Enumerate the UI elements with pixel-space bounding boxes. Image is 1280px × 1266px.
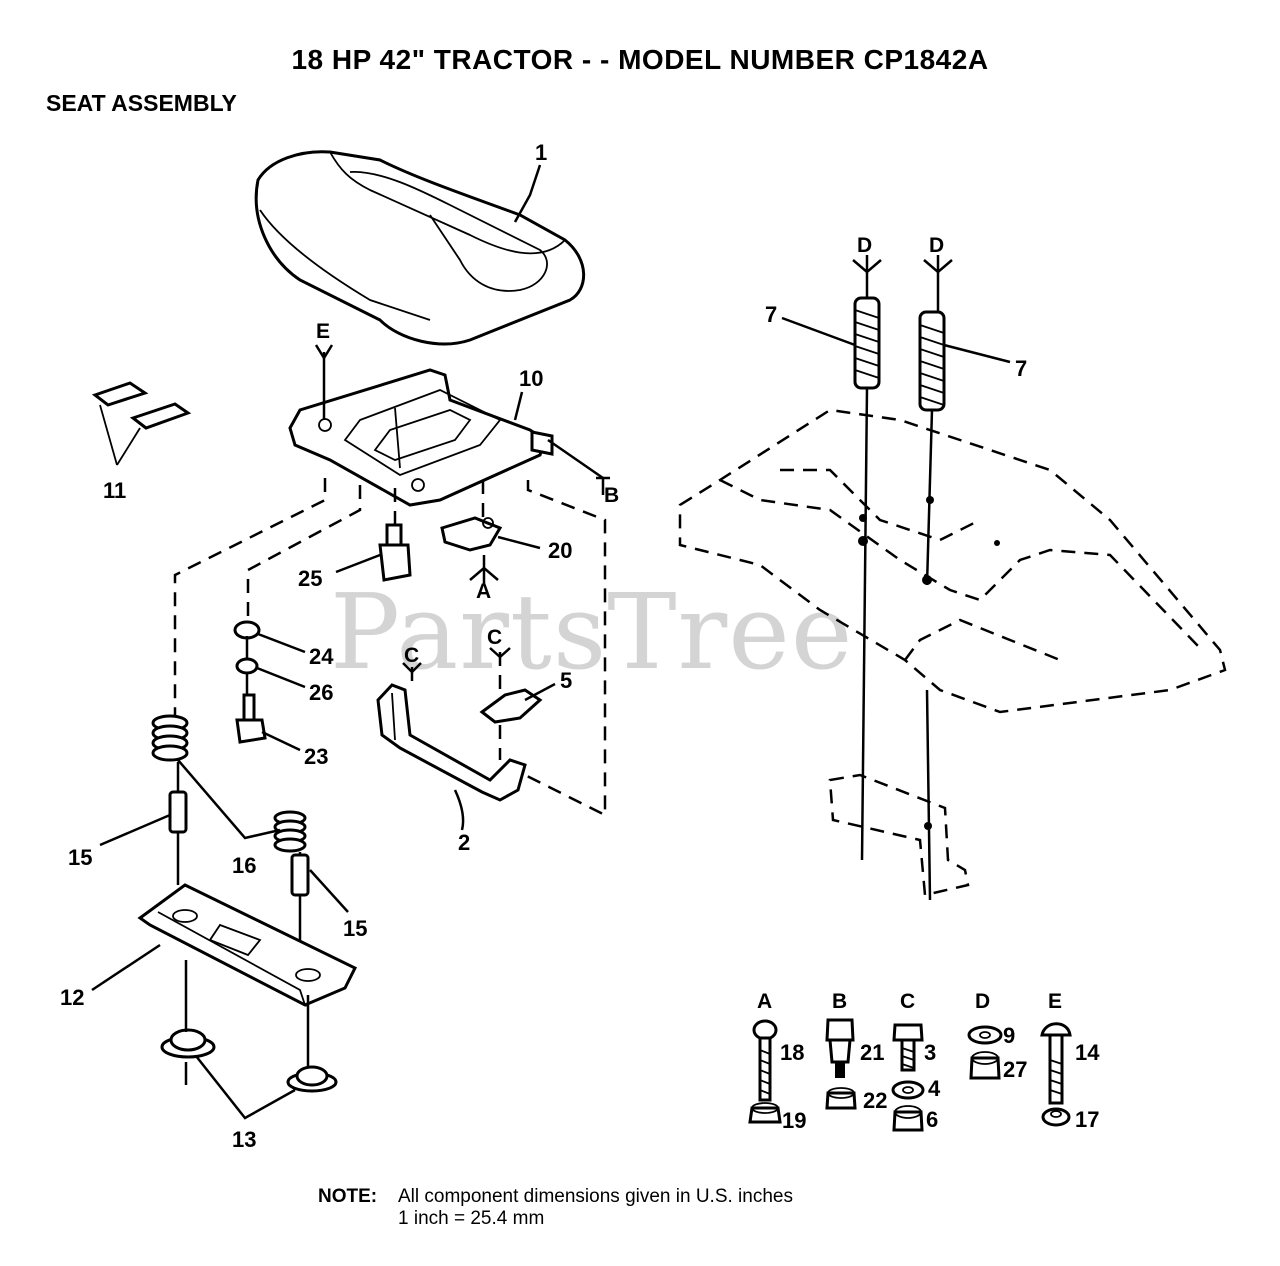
callout-labels: 1 10 11 20 25 24 26 23 5 2 15 16 15 12 1… [60,140,1100,1152]
nut-27[interactable] [969,1051,1001,1080]
ref-letter-d-left: D [857,234,872,257]
callout-3: 3 [924,1040,936,1065]
bushing-13-left[interactable] [160,1028,216,1059]
ref-letter-e: E [316,320,330,343]
spring-16-left[interactable] [151,714,189,762]
nut-6[interactable] [892,1105,924,1132]
callout-14: 14 [1075,1040,1100,1065]
group-letter-a: A [757,990,772,1013]
callout-23: 23 [304,744,328,769]
bolt-3[interactable] [892,1023,924,1072]
section-title: SEAT ASSEMBLY [46,90,237,116]
callout-27: 27 [1003,1057,1027,1082]
nut-24[interactable] [233,620,261,640]
callout-7-right: 7 [1015,356,1027,381]
note-line-2: 1 inch = 25.4 mm [398,1208,545,1229]
leader-lines [91,164,1011,1120]
ref-letter-c-left: C [404,644,419,667]
callout-20: 20 [548,538,572,563]
callout-26: 26 [309,680,333,705]
nut-22[interactable] [825,1087,857,1110]
diagram-title: 18 HP 42" TRACTOR - - MODEL NUMBER CP184… [291,44,989,75]
fender-spring-7-right[interactable] [918,310,946,412]
spacer-15-left[interactable] [168,790,188,834]
callout-13: 13 [232,1127,256,1152]
bolt-25[interactable] [378,523,412,582]
reference-letters: E B A C C D D A B C D E [316,234,1062,1013]
group-letter-b: B [832,990,847,1013]
group-letter-c: C [900,990,915,1013]
bolt-21[interactable] [825,1018,855,1078]
callout-15-left: 15 [68,845,92,870]
callout-22: 22 [863,1088,887,1113]
nut-17[interactable] [1041,1107,1071,1127]
callout-2: 2 [458,830,470,855]
callout-17: 17 [1075,1107,1099,1132]
nut-19[interactable] [748,1102,782,1124]
bolt-23[interactable] [235,693,267,744]
callout-19: 19 [782,1108,806,1133]
washer-9[interactable] [967,1025,1003,1045]
bolt-18[interactable] [752,1019,778,1102]
hardware-legend [748,1018,1072,1132]
seat-cushion[interactable] [254,150,586,346]
callout-21: 21 [860,1040,884,1065]
watermark: PartsTree [330,571,853,693]
ref-letter-b: B [604,484,619,507]
spring-16-right[interactable] [273,810,307,853]
group-letter-e: E [1048,990,1062,1013]
lockwasher-26[interactable] [235,657,259,675]
callout-10: 10 [519,366,543,391]
clip-20[interactable] [440,516,503,552]
callout-11: 11 [103,478,126,503]
callout-18: 18 [780,1040,804,1065]
callout-1: 1 [535,140,547,165]
ref-letter-a: A [476,580,491,603]
bushing-13-right[interactable] [286,1065,338,1093]
seat-bracket[interactable] [376,683,543,802]
ref-letter-d-right: D [929,234,944,257]
callout-25: 25 [298,566,322,591]
callout-12: 12 [60,985,84,1010]
callout-24: 24 [309,644,334,669]
note-label: NOTE: [318,1186,378,1207]
washer-4[interactable] [891,1080,925,1100]
bolt-14[interactable] [1040,1022,1072,1105]
callout-9: 9 [1003,1023,1015,1048]
callout-6: 6 [926,1107,938,1132]
callout-4: 4 [928,1076,941,1101]
note-line-1: All component dimensions given in U.S. i… [398,1186,793,1207]
fender-spring-7-left[interactable] [853,296,881,390]
callout-15-right: 15 [343,916,367,941]
dimension-note: NOTE: All component dimensions given in U… [318,1186,793,1230]
seat-pads[interactable] [91,381,192,466]
seat-pan[interactable] [288,368,554,507]
callout-16: 16 [232,853,256,878]
callout-7-left: 7 [765,302,777,327]
ref-letter-c-right: C [487,626,502,649]
group-letter-d: D [975,990,990,1013]
base-plate[interactable] [137,883,358,1007]
spacer-15-right[interactable] [290,853,310,897]
callout-5: 5 [560,668,572,693]
